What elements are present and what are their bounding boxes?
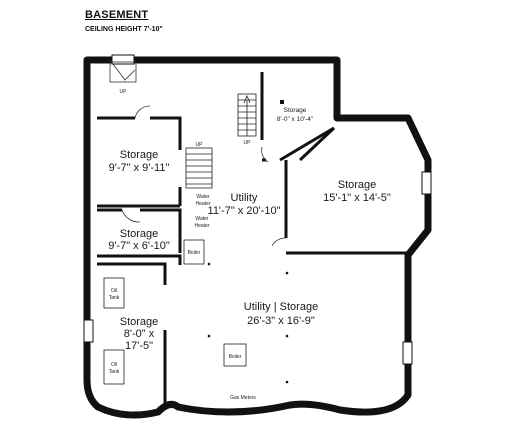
up-label-stairs-mid: UP <box>196 142 204 148</box>
window-top <box>111 54 135 65</box>
oil-tank-label-2a: Oil <box>111 362 117 368</box>
water-heater-label-2a: Water <box>195 216 208 222</box>
gas-meters-label: Gas Meters <box>230 395 256 401</box>
stairs-mid <box>185 147 213 189</box>
door-storage-top-right <box>261 146 269 163</box>
door-storage-upper <box>134 105 151 119</box>
boiler-box-2 <box>223 343 247 367</box>
room-name-storage-left-lower: Storage <box>120 316 159 328</box>
room-dims-storage-left-upper: 9'-7" x 9'-11" <box>109 162 170 174</box>
door-storage-mid <box>121 209 141 223</box>
oil-tank-box-2 <box>103 349 125 385</box>
oil-tank-label-1a: Oil <box>111 288 117 294</box>
room-name-storage-top-right: Storage <box>284 107 307 114</box>
room-name-storage-left-mid: Storage <box>120 228 159 240</box>
room-dims-storage-left-lower: 8'-0" x <box>124 328 155 340</box>
room-dims-storage-left-lower-2: 17'-5" <box>125 340 153 352</box>
window-lower-right <box>402 341 413 365</box>
stairs-upper <box>237 93 257 137</box>
window-left <box>83 319 94 343</box>
room-dims-storage-left-mid: 9'-7" x 6'-10" <box>108 240 170 252</box>
room-dims-utility-storage: 26'-3" x 16'-9" <box>247 315 315 327</box>
water-heater-label-2b: Heater <box>194 223 209 229</box>
entry-landing <box>109 61 137 83</box>
interior-walls <box>97 72 408 404</box>
door-top-entry <box>109 59 136 81</box>
room-dims-utility: 11'-7" x 20'-10" <box>208 205 281 217</box>
room-dims-storage-right: 15'-1" x 14'-5" <box>323 192 391 204</box>
room-dims-storage-top-right: 8'-0" x 10'-4" <box>277 116 314 123</box>
room-name-storage-left-upper: Storage <box>120 149 159 161</box>
door-storage-right <box>271 237 287 247</box>
water-heater-label-1b: Heater <box>195 201 210 207</box>
oil-tank-label-2b: Tank <box>109 369 120 375</box>
markers <box>207 100 289 384</box>
up-label-stairs-top: UP <box>244 140 252 146</box>
exterior-walls <box>83 56 432 419</box>
up-label-top: UP <box>120 89 128 95</box>
room-name-utility-storage: Utility | Storage <box>244 301 318 313</box>
marker-square <box>280 100 284 104</box>
water-heater-label-1a: Water <box>196 194 209 200</box>
door-swings <box>109 59 287 247</box>
oil-tank-label-1b: Tank <box>109 295 120 301</box>
windows <box>83 54 432 365</box>
room-name-storage-right: Storage <box>338 179 377 191</box>
fixtures <box>103 239 247 385</box>
boiler-label-2: Boiler <box>229 354 242 360</box>
boiler-box-1 <box>183 239 205 265</box>
plan-title: BASEMENT <box>85 9 149 21</box>
room-name-utility: Utility <box>231 192 258 204</box>
window-right <box>421 171 432 195</box>
boiler-label-1: Boiler <box>188 250 201 256</box>
oil-tank-box-1 <box>103 277 125 309</box>
ceiling-height-label: CEILING HEIGHT 7'-10" <box>85 26 163 33</box>
